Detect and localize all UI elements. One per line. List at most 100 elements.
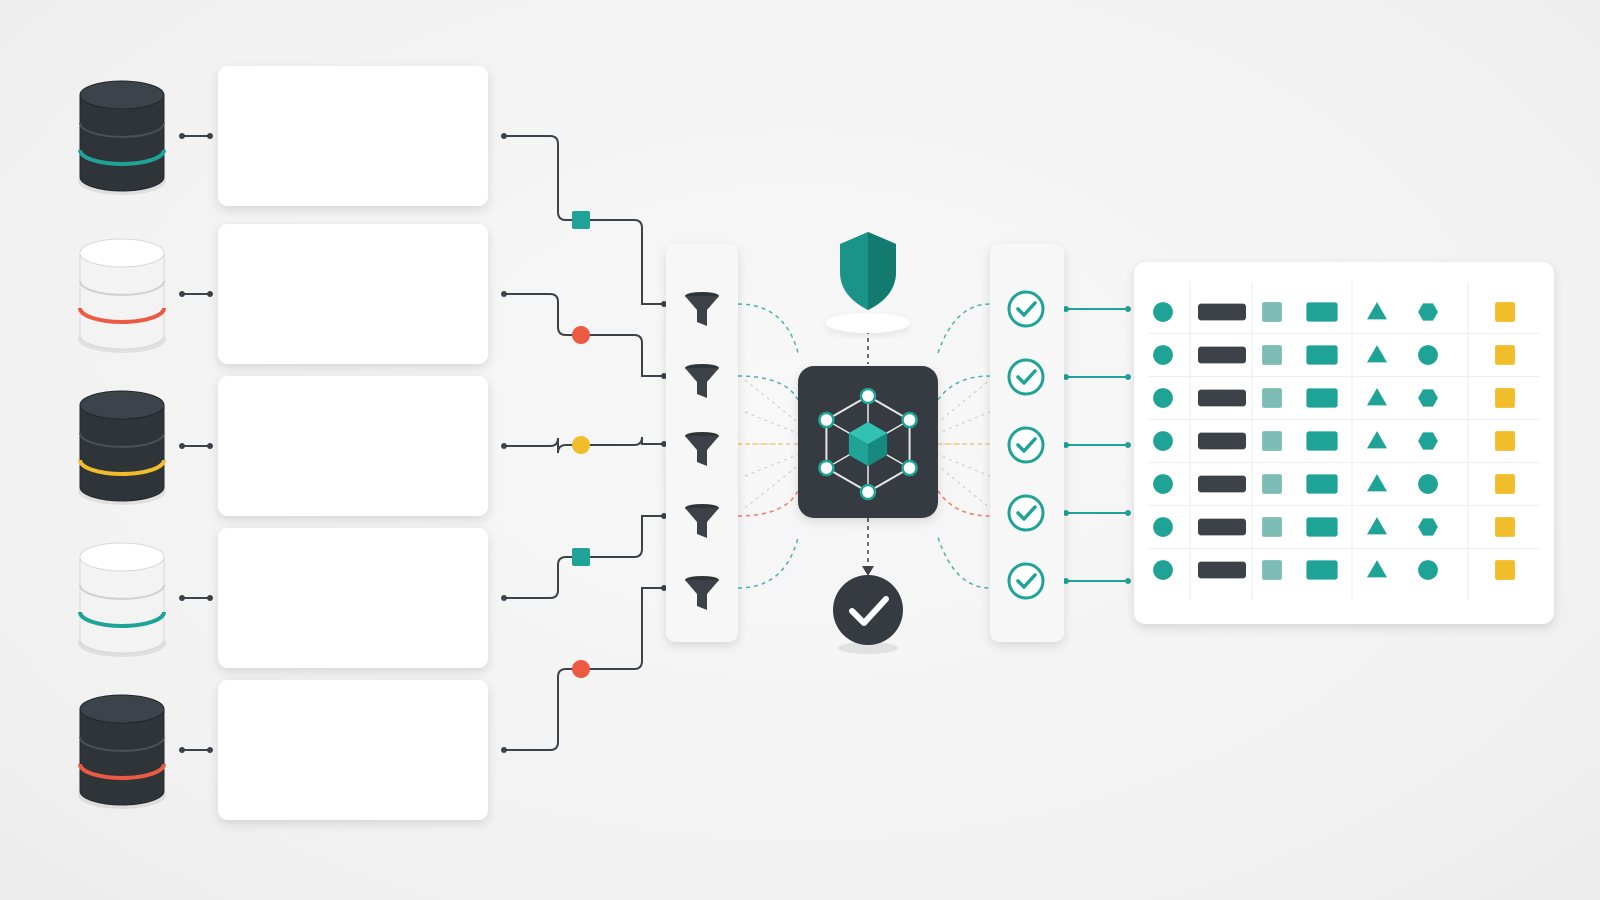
circle-teal-mark [1153,474,1173,494]
check-circle-icon [833,575,903,654]
check-ring [1007,358,1045,396]
bar-dark-mark [1198,303,1246,321]
connector-dot [1063,306,1069,312]
rect-shape [1306,388,1338,408]
rect-shape [1306,474,1338,494]
shield-shade [868,232,896,310]
rect-shape [1306,517,1338,537]
square-teal-mark [572,548,590,566]
cylinder-top [79,542,165,572]
funnel-body [685,508,719,538]
square-shape [1495,560,1515,580]
cube-top [849,422,887,444]
bar-shape [1198,303,1246,321]
circle-teal-mark [1153,560,1173,580]
connector-dot [207,133,213,139]
square-teal-light-mark [1262,560,1282,580]
circle-red-mark [572,660,590,678]
check-ring [1007,290,1045,328]
circle-shape [572,660,590,678]
connector-dot [179,133,185,139]
table-to-filter-connector [504,436,664,454]
circle-shape [1153,388,1173,408]
bar-shape [1198,389,1246,407]
connector-dot [661,373,667,379]
rect-teal-mark [1306,345,1338,365]
circle-teal-mark [1418,345,1438,365]
connector-dot [1063,578,1069,584]
fan-line [744,411,801,435]
bar-shape [1198,346,1246,364]
rect-shape [1306,345,1338,365]
connector-dot [207,595,213,601]
hexagon-shape [1418,518,1438,536]
square-yellow-mark [1495,474,1515,494]
square-shape [1262,560,1282,580]
output-table-card [1134,262,1554,624]
bar-dark-mark [1198,475,1246,493]
square-teal-mark [572,211,590,229]
bar-shape [1198,561,1246,579]
cylinder-accent-band [78,611,166,628]
connector-dot [207,291,213,297]
triangle-shape [1367,345,1387,363]
rect-shape [1306,431,1338,451]
funnel-body [685,368,719,398]
square-teal-light-mark [1262,345,1282,365]
arrow-head [862,566,874,576]
rect-teal-mark [1306,431,1338,451]
circle-shape [572,436,590,454]
triangle-shape [1367,560,1387,578]
source-table-card [218,376,488,516]
connector-dot [501,291,507,297]
circle-shape [1153,474,1173,494]
network-node [859,387,877,405]
triangle-shape [1367,517,1387,535]
hub-to-validation-link [937,490,991,517]
network-node [818,411,835,429]
cylinder-accent-band [78,763,166,780]
cylinder-top [79,238,165,268]
square-yellow-mark [1495,517,1515,537]
cylinder-accent-band [78,459,166,476]
hexagon-shape [1418,389,1438,407]
circle-shape [1418,345,1438,365]
connector-dot [501,595,507,601]
square-shape [1495,345,1515,365]
source-table-card [218,528,488,668]
status-circle [833,575,903,645]
check-mark [1016,437,1037,453]
database-cylinder-icon [78,542,166,657]
square-shape [1495,431,1515,451]
square-shape [1262,302,1282,322]
circle-red-mark [572,326,590,344]
check-circle-icon [1007,426,1045,464]
triangle-teal-mark [1367,474,1387,492]
shield-pedestal [826,313,910,333]
fan-line [744,463,801,509]
table-to-filter-connector [504,293,664,377]
hub-to-validation-link [937,537,991,589]
filter-to-hub-link [737,537,799,589]
circle-shape [1153,560,1173,580]
square-teal-light-mark [1262,431,1282,451]
output-table-background [1134,262,1554,624]
connector-dot [207,443,213,449]
fan-line [744,453,801,477]
shield-icon [826,232,910,333]
hexagon-shape [1418,432,1438,450]
square-yellow-mark [1495,431,1515,451]
rect-teal-mark [1306,517,1338,537]
table-to-filter-connector [504,135,664,305]
circle-shape [1153,345,1173,365]
triangle-teal-mark [1367,302,1387,320]
fan-line [935,411,991,435]
square-teal-light-mark [1262,302,1282,322]
square-yellow-mark [1495,388,1515,408]
fan-line [935,379,991,425]
connector-dot [179,595,185,601]
rect-shape [1306,302,1338,322]
cylinder-top [79,80,165,110]
funnel-icon [685,292,719,326]
